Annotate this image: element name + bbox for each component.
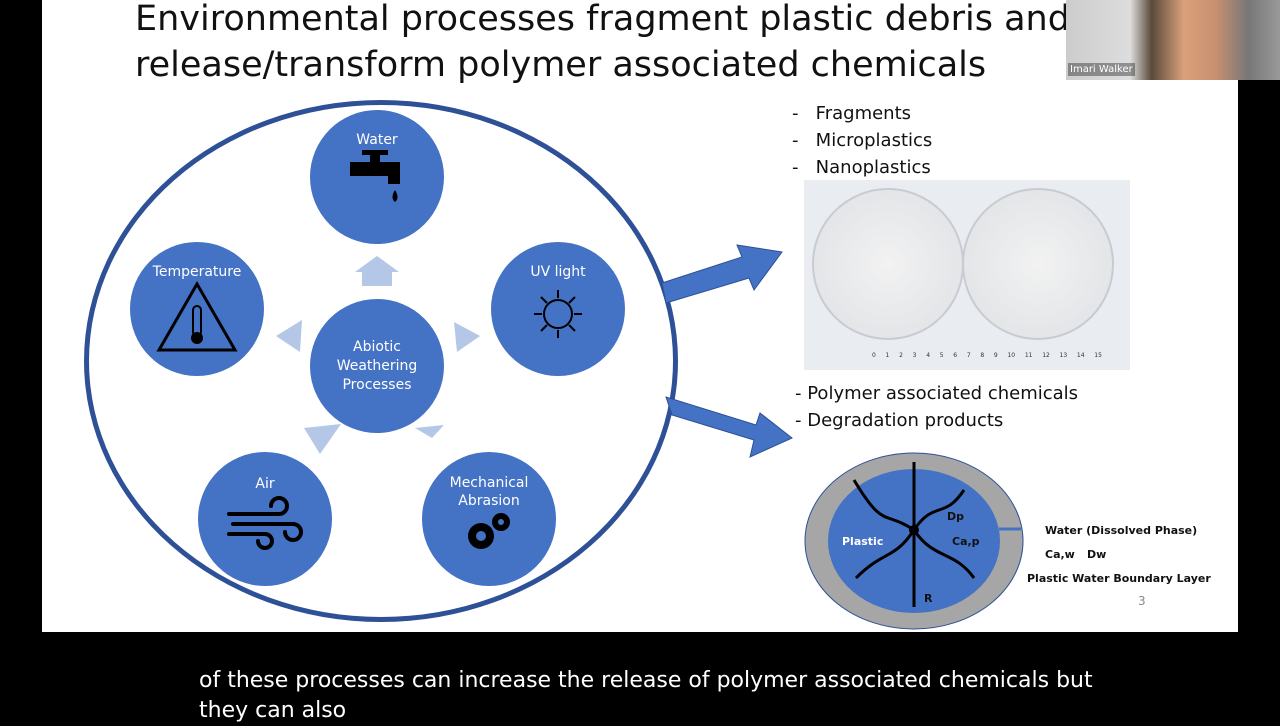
- factor-label: Air: [255, 476, 275, 492]
- list-item: Microplastics: [815, 130, 933, 151]
- caw-label: Ca,w: [1045, 548, 1075, 561]
- subtitle-caption: of these processes can increase the rele…: [199, 666, 1099, 726]
- factor-air: Air: [198, 452, 332, 586]
- plastic-label: Plastic: [842, 535, 884, 548]
- boundary-layer-label: Plastic Water Boundary Layer: [1027, 572, 1211, 585]
- water-phase-label: Water (Dissolved Phase): [1045, 524, 1198, 537]
- arrow-to-water: [355, 256, 399, 286]
- factor-label: Mechanical Abrasion: [449, 475, 529, 509]
- list-item: Fragments: [815, 103, 912, 124]
- sun-icon: [534, 290, 582, 338]
- caption-line: of these processes can increase the rele…: [199, 668, 1093, 693]
- thermometer-warning-icon: [156, 280, 238, 352]
- wind-icon: [227, 496, 303, 550]
- connector-arrows: [276, 244, 793, 458]
- center-abiotic-weathering: Abiotic Weathering Processes: [310, 299, 444, 433]
- arrow-to-chemicals: [665, 396, 793, 458]
- list-item: Nanoplastics: [815, 157, 931, 178]
- center-label: Abiotic Weathering Processes: [336, 338, 418, 393]
- gears-icon: [468, 513, 510, 549]
- factor-water: Water: [310, 110, 444, 244]
- chemicals-list: - Polymer associated chemicals - Degrada…: [795, 383, 1079, 431]
- participant-name: Imari Walker: [1068, 63, 1135, 76]
- arrow-to-air: [304, 424, 341, 454]
- faucet-icon: [350, 150, 400, 202]
- diffusion-diagram: [804, 452, 1024, 630]
- factor-label: Water: [356, 132, 398, 148]
- weathering-circle: [84, 100, 678, 622]
- cap-label: Ca,p: [952, 535, 980, 548]
- r-label: R: [924, 592, 933, 605]
- factor-mechanical-abrasion: Mechanical Abrasion: [422, 452, 556, 586]
- factor-label: UV light: [530, 264, 586, 280]
- factor-temperature: Temperature: [130, 242, 264, 376]
- arrow-to-uv: [454, 322, 480, 352]
- page-number: 3: [1138, 594, 1146, 608]
- arrow-to-abrasion: [415, 425, 444, 438]
- dp-label: Dp: [947, 510, 965, 523]
- participant-video[interactable]: Imari Walker: [1066, 0, 1280, 80]
- slide-title: Environmental processes fragment plastic…: [135, 0, 1070, 85]
- arrow-to-temperature: [276, 320, 302, 352]
- factor-uv-light: UV light: [491, 242, 625, 376]
- list-item: Degradation products: [807, 410, 1004, 431]
- list-item: Polymer associated chemicals: [807, 383, 1079, 404]
- presentation-slide: Environmental processes fragment plastic…: [42, 0, 1238, 632]
- arrow-to-fragments: [661, 244, 783, 304]
- factor-label: Temperature: [152, 264, 242, 280]
- caption-line: they can also: [199, 698, 347, 723]
- fragments-list: - Fragments - Microplastics - Nanoplasti…: [792, 103, 933, 178]
- dw-label: Dw: [1087, 548, 1107, 561]
